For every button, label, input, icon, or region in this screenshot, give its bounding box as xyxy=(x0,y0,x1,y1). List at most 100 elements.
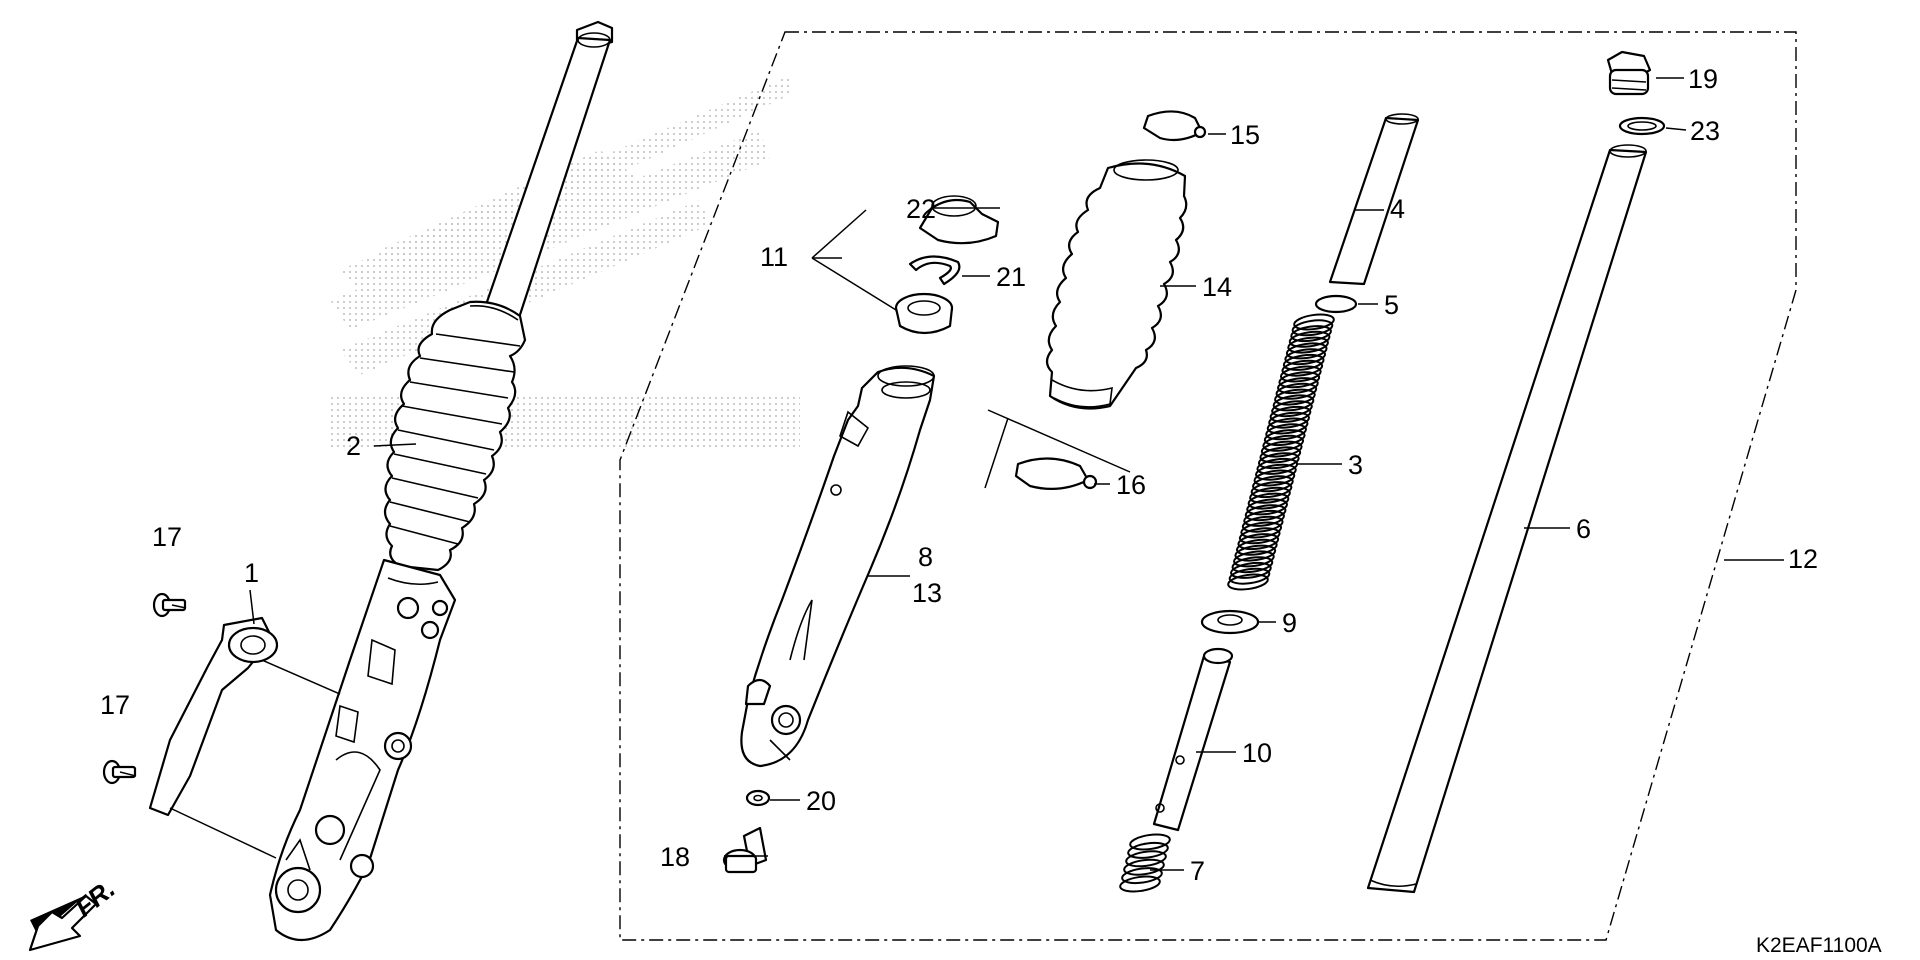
exploded-frame xyxy=(619,31,1797,941)
callout-23: 23 xyxy=(1690,116,1720,146)
callout-20: 20 xyxy=(806,786,836,816)
spring-coil xyxy=(1244,504,1287,522)
fork-slider xyxy=(740,365,936,768)
spring-coil xyxy=(1272,394,1315,412)
callout-17-lower: 17 xyxy=(100,690,130,720)
spring-coil xyxy=(1227,573,1269,591)
spring-coil xyxy=(1237,533,1280,551)
sealing-washer xyxy=(745,789,771,807)
socket-bolt xyxy=(722,826,768,874)
spring-coil xyxy=(1228,567,1271,585)
boot-clip-upper xyxy=(1142,110,1207,142)
spring-coil xyxy=(1253,469,1296,487)
o-ring xyxy=(1618,116,1666,136)
front-direction-arrow: FR. xyxy=(28,873,121,952)
callout-2: 2 xyxy=(346,431,361,461)
spring-coil xyxy=(1240,521,1283,539)
spring-coil xyxy=(1233,550,1275,568)
spring-coil xyxy=(1282,353,1325,371)
callout-numbers: 1 2 3 4 5 6 7 8 9 10 11 12 13 14 15 16 1… xyxy=(100,64,1818,886)
rebound-spring xyxy=(1119,833,1171,893)
spring-coil xyxy=(1255,463,1297,481)
spring-coil xyxy=(1238,527,1281,545)
callout-16: 16 xyxy=(1116,470,1146,500)
spring-coil xyxy=(1241,515,1284,533)
spring-coil xyxy=(1284,348,1327,366)
callout-17-upper: 17 xyxy=(152,522,182,552)
spring-coil xyxy=(1291,319,1334,337)
stopper-ring xyxy=(908,255,961,286)
bolt-17-upper xyxy=(152,592,187,618)
spring-coil xyxy=(1290,325,1332,343)
callout-7: 7 xyxy=(1190,856,1205,886)
spring-coil xyxy=(1250,481,1293,499)
spring-coil xyxy=(1265,423,1307,441)
callout-19: 19 xyxy=(1688,64,1718,94)
spring-coil xyxy=(1231,556,1274,574)
bolt-17-lower xyxy=(102,759,137,785)
callout-8: 8 xyxy=(918,542,933,572)
callout-11: 11 xyxy=(760,242,788,272)
callout-5: 5 xyxy=(1384,290,1399,320)
spring-coil xyxy=(1278,371,1321,389)
callout-4: 4 xyxy=(1390,194,1405,224)
spring-coil xyxy=(1252,475,1294,493)
spring-coil xyxy=(1263,429,1306,447)
callout-9: 9 xyxy=(1282,608,1297,638)
dust-seal xyxy=(918,195,1000,245)
assembled-fork xyxy=(268,20,614,942)
spring-coil xyxy=(1285,342,1328,360)
spring-collar xyxy=(1328,113,1420,286)
spring-coil xyxy=(1123,858,1165,876)
diagram-code: K2EAF1100A xyxy=(1756,934,1882,957)
callout-1: 1 xyxy=(244,558,259,588)
spring-coil xyxy=(1281,359,1324,377)
spring-coil xyxy=(1279,365,1322,383)
spring-coil xyxy=(1249,486,1291,504)
spring-coil xyxy=(1271,400,1313,418)
spring-coil xyxy=(1234,544,1277,562)
fork-piston xyxy=(1152,647,1234,832)
reflector-bracket xyxy=(148,616,341,859)
spring-coil xyxy=(1269,405,1312,423)
spring-coil xyxy=(1259,446,1302,464)
spring-coil xyxy=(1287,336,1329,354)
callout-12: 12 xyxy=(1788,544,1818,574)
oil-seal xyxy=(894,292,954,335)
spring-coil xyxy=(1230,561,1272,579)
boot-clip-lower xyxy=(1014,457,1098,491)
callout-3: 3 xyxy=(1348,450,1363,480)
spring-coil xyxy=(1127,841,1169,859)
spring-coil xyxy=(1262,434,1305,452)
callout-18: 18 xyxy=(660,842,690,872)
spring-coil xyxy=(1288,330,1331,348)
spring-coil xyxy=(1277,377,1319,395)
spring-coil xyxy=(1266,417,1309,435)
spring-coil xyxy=(1257,452,1300,470)
spring-coil xyxy=(1260,440,1303,458)
fork-boot xyxy=(1045,159,1188,410)
spring-coil xyxy=(1274,388,1316,406)
spring-coil xyxy=(1129,833,1171,851)
callout-15: 15 xyxy=(1230,120,1260,150)
fork-bolt xyxy=(1606,50,1652,96)
fork-spring xyxy=(1227,313,1335,591)
callout-13: 13 xyxy=(912,578,942,608)
fork-pipe xyxy=(1366,144,1648,894)
spring-coil xyxy=(1235,538,1278,556)
piston-ring-seat xyxy=(1200,609,1260,635)
spring-coil xyxy=(1243,509,1285,527)
spring-coil xyxy=(1293,313,1335,331)
spring-coil xyxy=(1275,382,1318,400)
spring-seat xyxy=(1314,294,1358,314)
callout-6: 6 xyxy=(1576,514,1591,544)
leader-lines xyxy=(119,77,1784,871)
spring-coil xyxy=(1125,850,1167,868)
callout-22: 22 xyxy=(906,194,936,224)
callout-21: 21 xyxy=(996,262,1026,292)
spring-coil xyxy=(1246,498,1288,516)
callout-10: 10 xyxy=(1242,738,1272,768)
spring-coil xyxy=(1268,411,1310,429)
spring-coil xyxy=(1119,875,1161,893)
